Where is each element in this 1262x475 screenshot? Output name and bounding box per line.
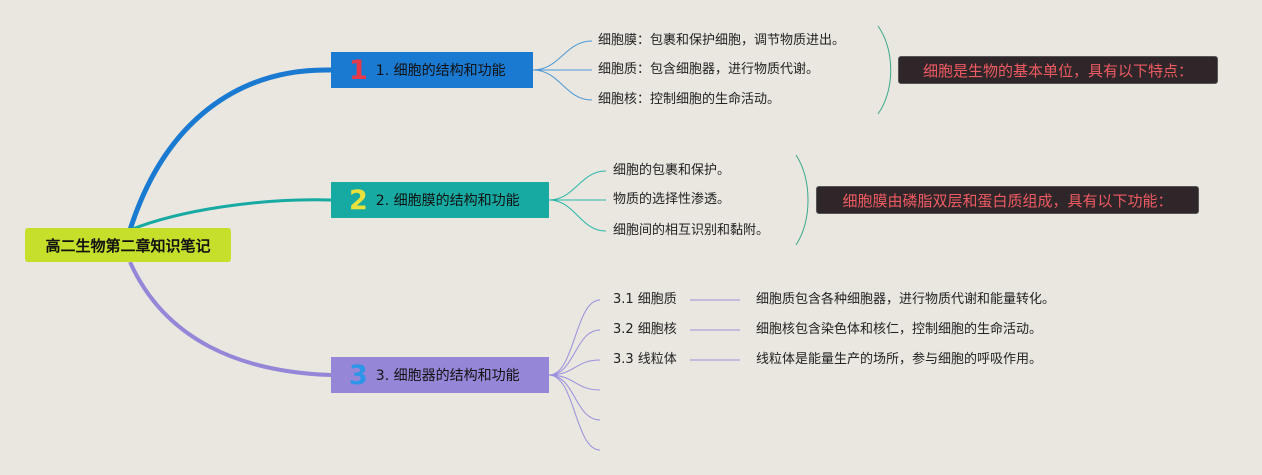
leaf-3-1-desc[interactable]: 细胞质包含各种细胞器，进行物质代谢和能量转化。: [756, 292, 1056, 307]
branch3-leaf-lines: [548, 299, 740, 451]
branch-node-3[interactable]: 3 3. 细胞器的结构和功能: [331, 357, 549, 393]
leaf-3-3-desc[interactable]: 线粒体是能量生产的场所，参与细胞的呼吸作用。: [756, 352, 1043, 367]
branch-label-2: 2. 细胞膜的结构和功能: [375, 193, 520, 209]
leaf-1-2[interactable]: 细胞质：包含细胞器，进行物质代谢。: [598, 62, 820, 77]
branch-number-3: 3: [349, 359, 368, 391]
leaf-2-2[interactable]: 物质的选择性渗透。: [613, 192, 731, 207]
leaf-1-3[interactable]: 细胞核：控制细胞的生命活动。: [598, 92, 781, 107]
summary-note-1[interactable]: 细胞是生物的基本单位，具有以下特点：: [898, 56, 1218, 84]
leaf-3-1-title[interactable]: 3.1 细胞质: [613, 292, 677, 307]
leaf-3-2-desc[interactable]: 细胞核包含染色体和核仁，控制细胞的生命活动。: [756, 322, 1043, 337]
leaf-1-1[interactable]: 细胞膜：包裹和保护细胞，调节物质进出。: [598, 33, 846, 48]
branch-node-1[interactable]: 1 1. 细胞的结构和功能: [331, 52, 533, 88]
branch-label-1: 1. 细胞的结构和功能: [375, 63, 506, 79]
leaf-3-2-title[interactable]: 3.2 细胞核: [613, 322, 677, 337]
root-node[interactable]: 高二生物第二章知识笔记: [25, 228, 231, 262]
branch2-bracket: [795, 154, 809, 246]
connector-root-branch2: [129, 198, 332, 232]
leaf-2-1[interactable]: 细胞的包裹和保护。: [613, 163, 731, 178]
branch-node-2[interactable]: 2 2. 细胞膜的结构和功能: [331, 182, 549, 218]
leaf-2-3[interactable]: 细胞间的相互识别和黏附。: [613, 223, 770, 238]
branch-number-2: 2: [349, 184, 368, 216]
branch1-bracket: [877, 25, 892, 115]
summary-note-2[interactable]: 细胞膜由磷脂双层和蛋白质组成，具有以下功能：: [816, 186, 1199, 214]
branch-number-1: 1: [349, 54, 368, 86]
branch-label-3: 3. 细胞器的结构和功能: [375, 368, 520, 384]
connector-root-branch3: [128, 261, 332, 377]
branch2-leaf-lines: [548, 170, 607, 232]
branch1-leaf-lines: [532, 40, 593, 101]
connector-root-branch1: [127, 67, 332, 231]
leaf-3-3-title[interactable]: 3.3 线粒体: [613, 352, 677, 367]
